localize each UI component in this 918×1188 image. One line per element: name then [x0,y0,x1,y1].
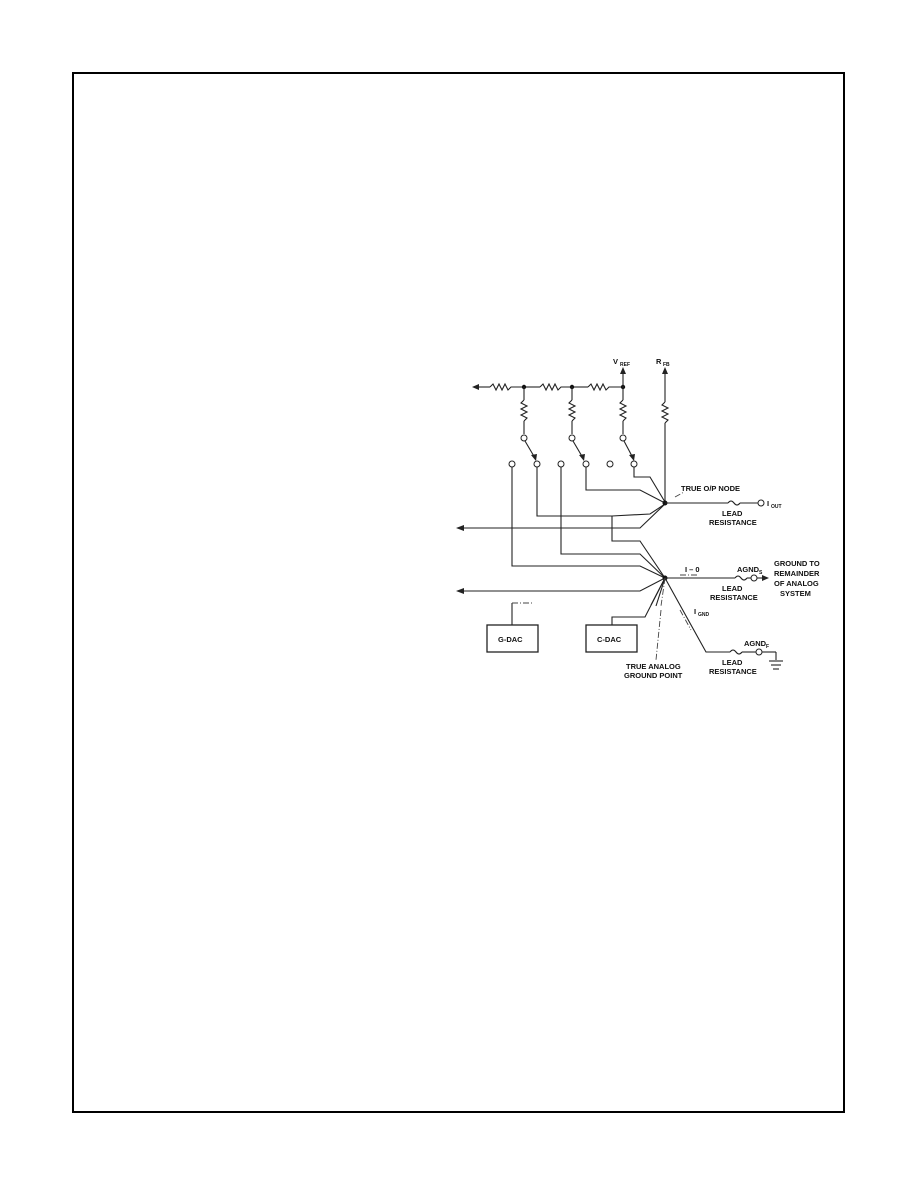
true-analog-line2: GROUND POINT [624,671,683,680]
lead-resistance-2-line2: RESISTANCE [710,593,758,602]
vref-terminal: V REF [613,357,630,387]
iout-subscript: OUT [771,504,782,510]
ground-to-line1: GROUND TO [774,559,820,568]
gdac-left-label: G-DAC [498,635,523,644]
ground-to-line4: SYSTEM [780,589,811,598]
true-analog-line1: TRUE ANALOG [626,662,681,671]
iout-wiring [456,467,765,531]
lead-resistance-3-line1: LEAD [722,658,743,667]
ground-to-line3: OF ANALOG [774,579,819,588]
ladder-top [472,382,626,392]
vref-subscript: REF [620,362,630,368]
ground-wiring [456,467,783,670]
agndf-label: AGND [744,639,767,648]
switches [508,434,638,468]
true-op-node-label: TRUE O/P NODE [681,484,740,493]
ground-to-line2: REMAINDER [774,569,820,578]
ignd-subscript: GND [698,612,710,618]
lead-resistance-1-line1: LEAD [722,509,743,518]
page-border [72,72,845,1113]
rfb-terminal: R FB [656,357,670,502]
vref-label: V [613,357,618,366]
rfb-label: R [656,357,662,366]
agnds-label: AGND [737,565,760,574]
lead-resistance-1-line2: RESISTANCE [709,518,757,527]
agnds-subscript: S [759,570,763,576]
cdac-right-label: C-DAC [597,635,622,644]
leg-resistors [519,387,628,434]
gdac-box-left: G-DAC [486,624,539,653]
ignd-label: I [694,607,696,616]
lead-resistance-3-line2: RESISTANCE [709,667,757,676]
i-zero-label: I – 0 [685,565,700,574]
cdac-box-right: C-DAC [585,624,638,653]
iout-label: I [767,499,769,508]
rfb-subscript: FB [663,362,670,368]
agndf-subscript: F [766,644,769,650]
lead-resistance-2-line1: LEAD [722,584,743,593]
